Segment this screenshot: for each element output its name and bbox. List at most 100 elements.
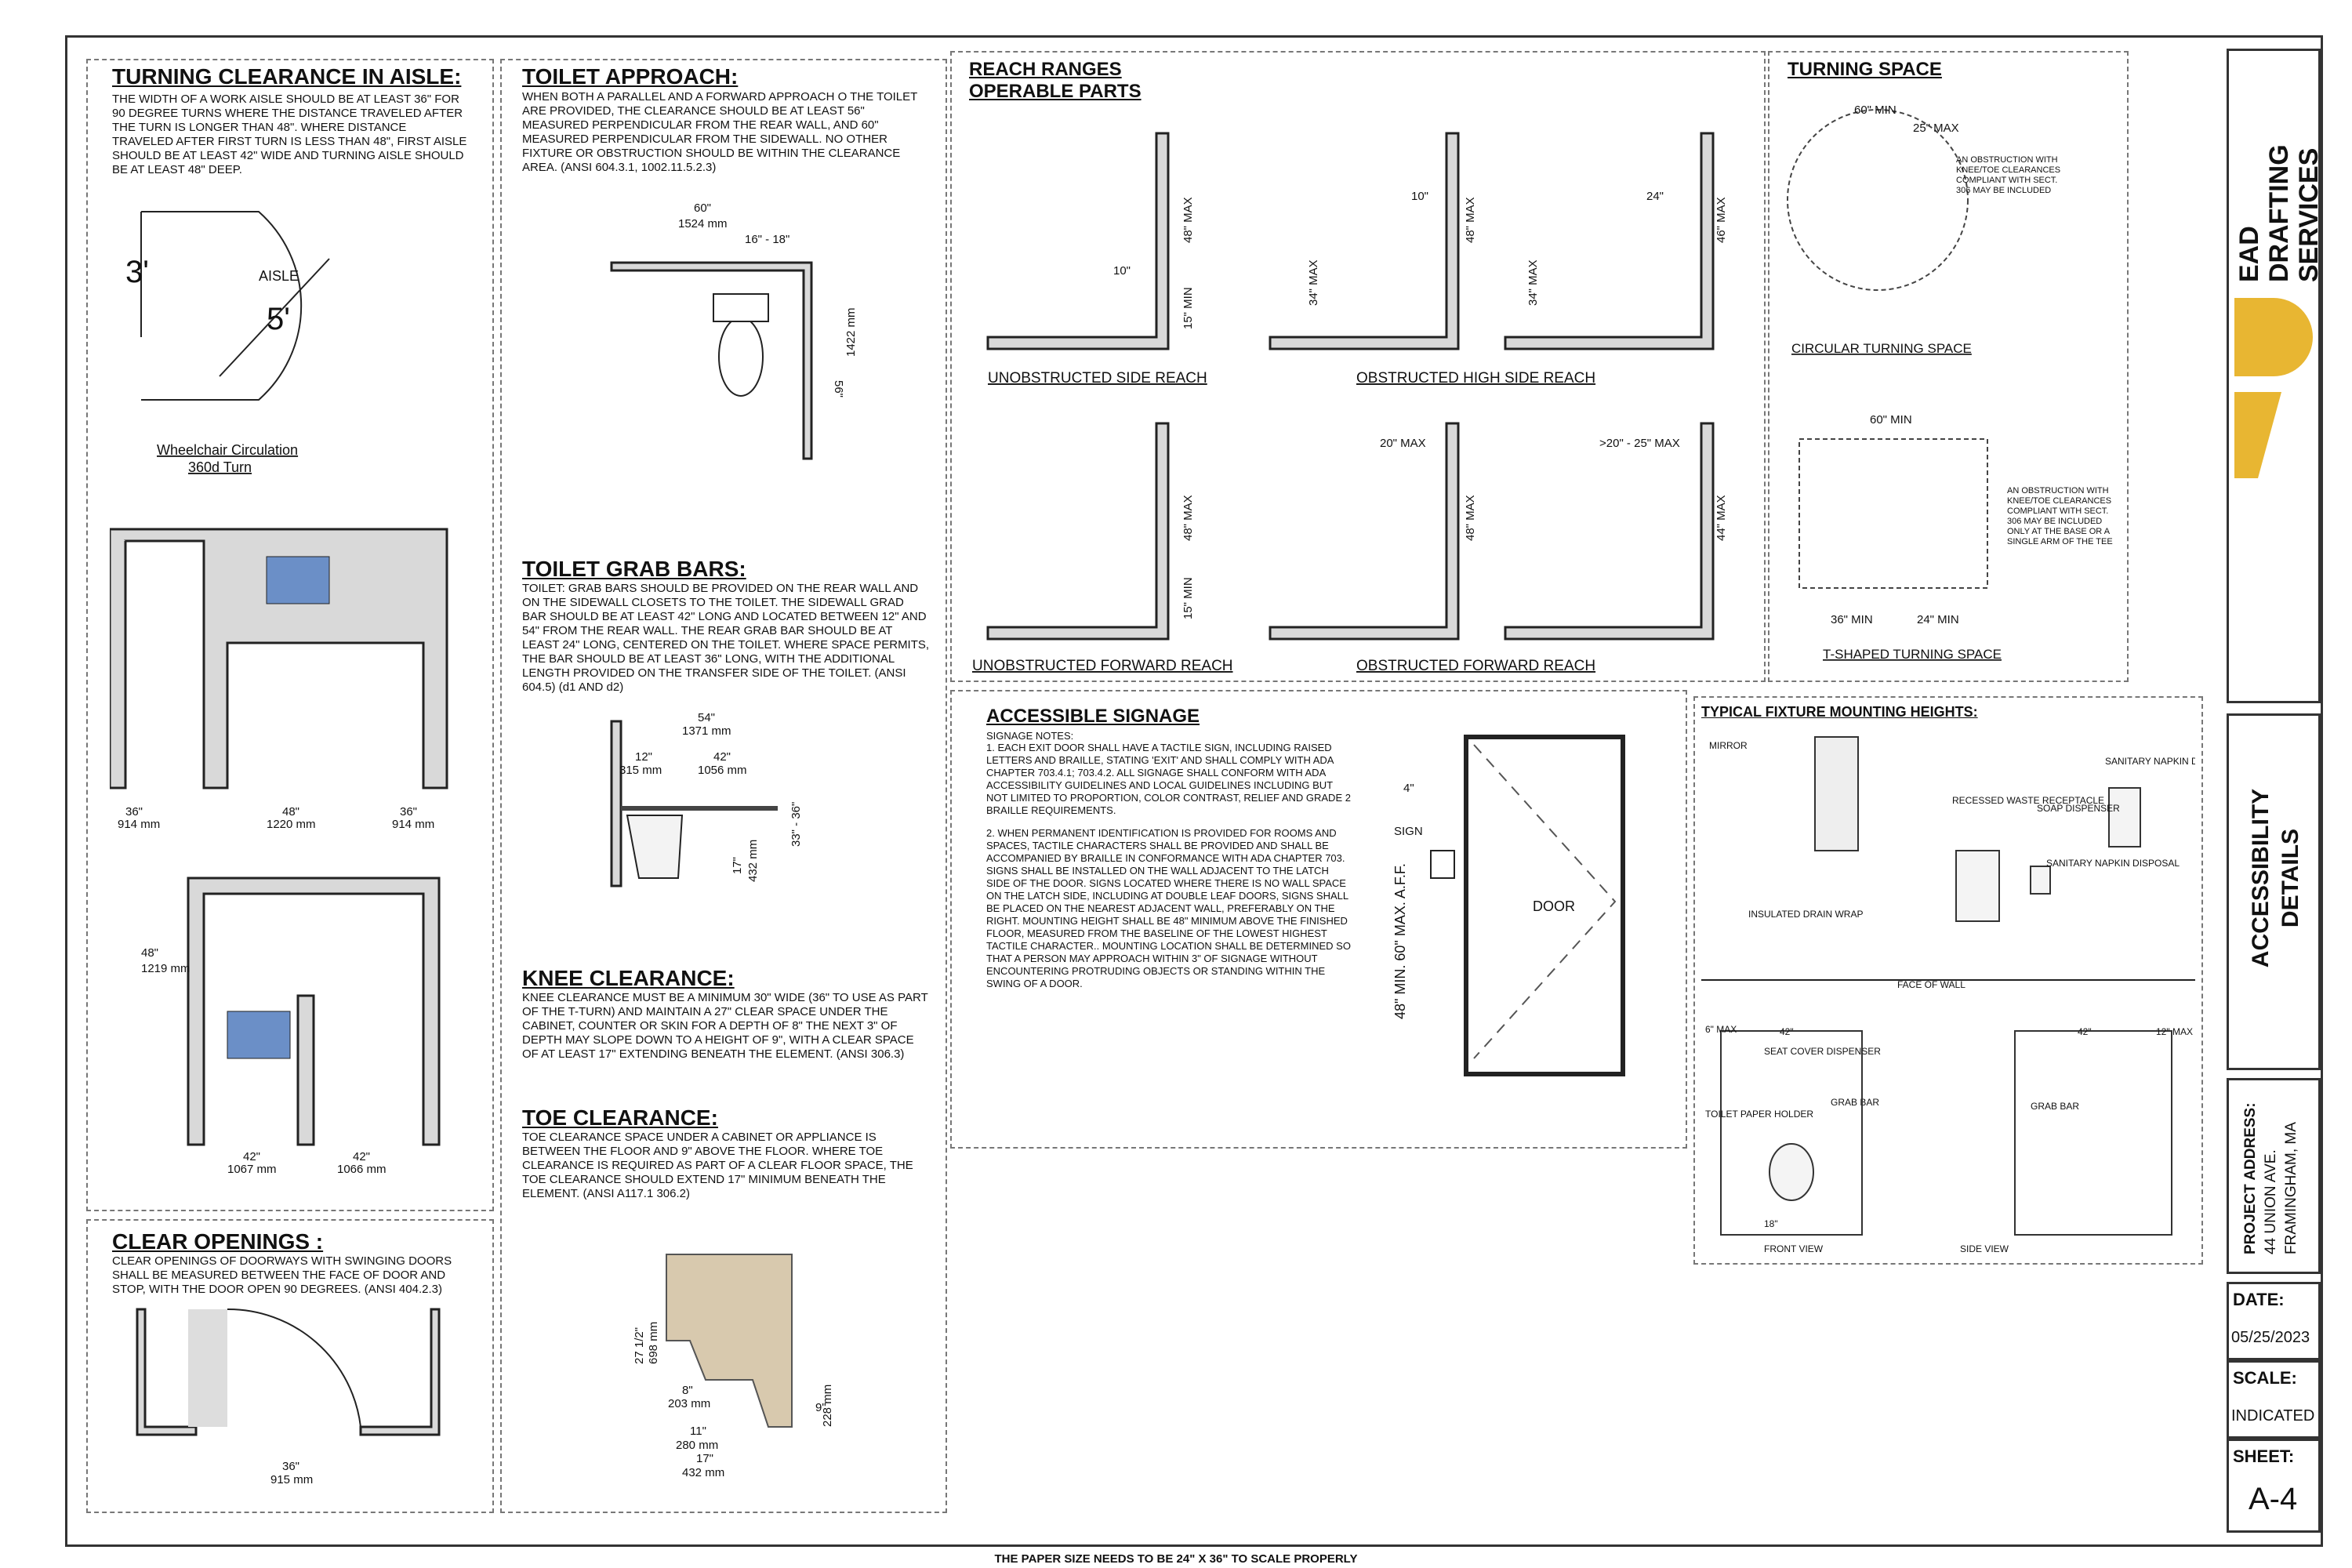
dim-10: 10" [1113,264,1131,278]
dim-4: 4" [1403,782,1414,795]
wheelchair-user-2 [227,1011,291,1059]
company-logo [2234,298,2313,478]
recessed-label: RECESSED WASTE RECEPTACLE [1952,795,2104,806]
title-block-sheet-title [2227,713,2321,1070]
circular-turn [1787,109,1969,291]
dim-48max-1: 48" MAX [1181,197,1195,243]
dim-5ft: 5' [267,302,290,336]
knee-title: KNEE CLEARANCE: [522,966,735,990]
wall-forward-reach [986,422,1170,641]
front-view-toilet [1769,1143,1814,1201]
dim-54: 54" [698,711,715,724]
title-block-sheet [2227,1439,2321,1533]
title-block-project [2227,1078,2321,1274]
wall-side-reach [986,132,1170,350]
toe-diagram: 27 1/2" 698 mm 8" 203 mm 11" 280 mm 17" … [633,1254,834,1479]
logo-d-shape [2234,298,2313,376]
mirror-shape [1814,736,1859,851]
t-shaped-turn [1798,438,1988,589]
dim-8: 8" [682,1384,693,1397]
dim-1056: 1056 mm [698,764,747,777]
side-grab-bar [621,806,778,811]
door-label: DOOR [1533,898,1575,914]
door-jamb-right [359,1308,441,1436]
caption-line1: Wheelchair Circulation [157,442,298,458]
dim-1220: 1220 mm [267,818,316,831]
dim-915: 915 mm [270,1473,313,1486]
dim-48b: 48" [141,946,158,960]
sign-label: SIGN [1394,825,1423,838]
insulated-label: INSULATED DRAIN WRAP [1748,909,1863,920]
signage-note-2: 2. WHEN PERMANENT IDENTIFICATION IS PROV… [986,827,1351,989]
door-swing-indicator [1473,744,1617,1059]
dim-17: 17" [731,857,744,874]
project-label: PROJECT ADDRESS: [2242,1102,2259,1254]
dim-36-right: 36" [400,805,417,818]
door-swing-arc [227,1308,361,1428]
logo-v-shape [2234,392,2281,478]
grab-rear-wall [610,720,622,887]
door-jamb-left [136,1308,198,1436]
dim-698: 698 mm [647,1322,660,1364]
toe-title: TOE CLEARANCE: [522,1105,718,1130]
dim-16-18: 16" - 18" [745,233,789,246]
sheet-title: ACCESSIBILITY DETAILS [2246,760,2306,996]
reach-panel [950,51,1766,682]
sign-plate [1430,850,1455,879]
dim-1371: 1371 mm [682,724,731,738]
reach-diagrams: UNOBSTRUCTED SIDE REACH OBSTRUCTED HIGH … [972,132,1728,674]
side-view-label: SIDE VIEW [1960,1243,2009,1254]
toilet-panel [500,59,947,1513]
project-line2: FRAMINGHAM, MA [2283,1122,2299,1254]
wall-high-side-1 [1269,132,1460,350]
dim-203: 203 mm [668,1397,710,1410]
door-leaf [188,1309,227,1427]
dim-27-5: 27 1/2" [633,1327,646,1364]
clear-openings-title: CLEAR OPENINGS : [112,1229,324,1254]
dim-6max: 6" MAX [1705,1024,1737,1035]
dim-20-25: >20" - 25" MAX [1599,437,1680,450]
turning-space-panel [1768,51,2129,682]
clear-openings-text: CLEAR OPENINGS OF DOORWAYS WITH SWINGING… [112,1254,452,1296]
soap-label: SOAP DISPENSER [2037,803,2120,814]
signage-panel [950,690,1687,1149]
dim-12: 12" [635,750,652,764]
clear-openings-panel [86,1219,494,1513]
label-unobstructed-forward: UNOBSTRUCTED FORWARD REACH [972,658,1233,674]
company-name-1: EAD [2234,226,2264,282]
sanitary-dispenser-label: SANITARY NAPKIN DISPENSER [2105,756,2195,767]
dim-line-5ft [219,258,330,377]
front-view-stall [1720,1030,1863,1236]
dim-60min-2: 60" MIN [1870,413,1912,426]
dim-3ft: 3' [125,255,149,289]
toe-text: TOE CLEARANCE SPACE UNDER A CABINET OR A… [522,1131,913,1200]
dim-42-side: 42" [2078,1026,2092,1037]
dim-33-36: 33" - 36" [789,802,803,847]
dim-56: 56" [832,380,845,397]
t-shaped-label: T-SHAPED TURNING SPACE [1823,647,2002,662]
dim-36-left: 36" [125,805,143,818]
side-view-stall [2014,1030,2172,1236]
scale-label: SCALE: [2233,1368,2297,1388]
dim-34max-1: 34" MAX [1307,260,1320,306]
circular-label: CIRCULAR TURNING SPACE [1791,341,1972,356]
turning-note-1: AN OBSTRUCTION WITH KNEE/TOE CLEARANCES … [1956,155,2061,195]
mirror-label: MIRROR [1709,740,1748,751]
dim-42: 42" [713,750,731,764]
sheet-label: SHEET: [2233,1446,2295,1466]
toilet-bowl [718,317,764,397]
dim-18: 18" [1764,1218,1778,1229]
signage-notes-label: SIGNAGE NOTES: [986,730,1074,742]
dim-24min: 24" MIN [1917,613,1959,626]
dim-42-right: 42" [353,1150,370,1163]
project-address: PROJECT ADDRESS: 44 UNION AVE. FRAMINGHA… [2241,1074,2302,1254]
dim-15min-1: 15" MIN [1181,287,1195,329]
date-label: DATE: [2233,1290,2285,1309]
date-value: 05/25/2023 [2231,1329,2310,1346]
napkin-dispenser [2108,787,2141,848]
label-obstructed-forward: OBSTRUCTED FORWARD REACH [1356,658,1595,674]
caption-line2: 360d Turn [188,459,252,475]
dim-228: 228 mm [821,1385,834,1427]
dim-36min: 36" MIN [1831,613,1873,626]
paper-size-note: THE PAPER SIZE NEEDS TO BE 24" X 36" TO … [994,1552,1358,1566]
